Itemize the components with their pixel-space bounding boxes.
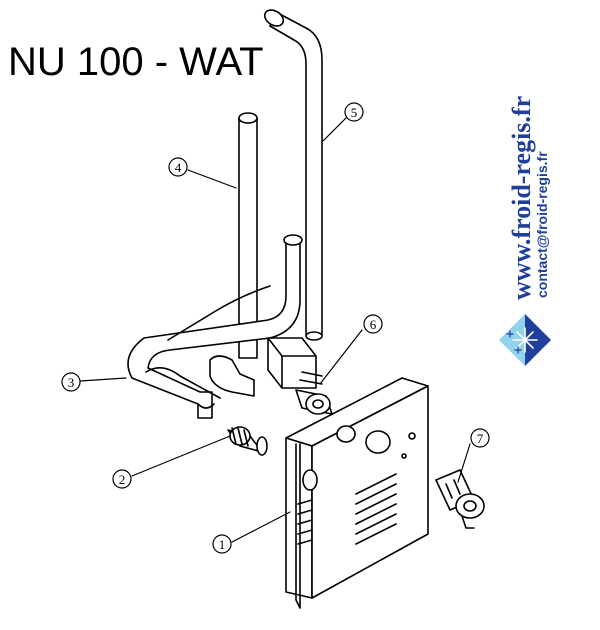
callout-circle-7	[470, 428, 490, 448]
callout-circle-5	[344, 102, 364, 122]
callout-circle-3	[61, 372, 81, 392]
part-1-front-panel	[285, 377, 429, 609]
brand-email: contact@froid-regis.fr	[534, 151, 550, 298]
callout-label-2: 2	[119, 472, 126, 487]
callout-labels: 1 2 3 4 5 6 7	[68, 105, 484, 552]
snowflake-logo-icon	[499, 314, 551, 366]
callout-circle-4	[168, 157, 188, 177]
part-6-solenoid-valve	[267, 337, 333, 415]
callout-circle-1	[212, 534, 232, 554]
panel-vents	[297, 473, 397, 545]
callout-circle-6	[363, 314, 383, 334]
part-7-fitting	[435, 469, 485, 529]
leader-lines	[79, 117, 471, 543]
part-4-vertical-pipe	[238, 112, 258, 359]
callout-label-7: 7	[477, 431, 484, 446]
callout-label-6: 6	[370, 317, 377, 332]
callout-label-3: 3	[68, 375, 75, 390]
part-3-hose	[127, 234, 303, 419]
brand-website: www.froid-regis.fr	[507, 95, 536, 300]
diagram-title: NU 100 - WAT	[8, 40, 264, 84]
callout-circle-2	[112, 469, 132, 489]
callout-label-1: 1	[219, 537, 226, 552]
part-2-connector	[227, 426, 268, 456]
part-5-tall-pipe	[263, 9, 323, 341]
callout-label-4: 4	[175, 160, 182, 175]
callout-label-5: 5	[351, 105, 358, 120]
callout-circles	[61, 102, 490, 554]
